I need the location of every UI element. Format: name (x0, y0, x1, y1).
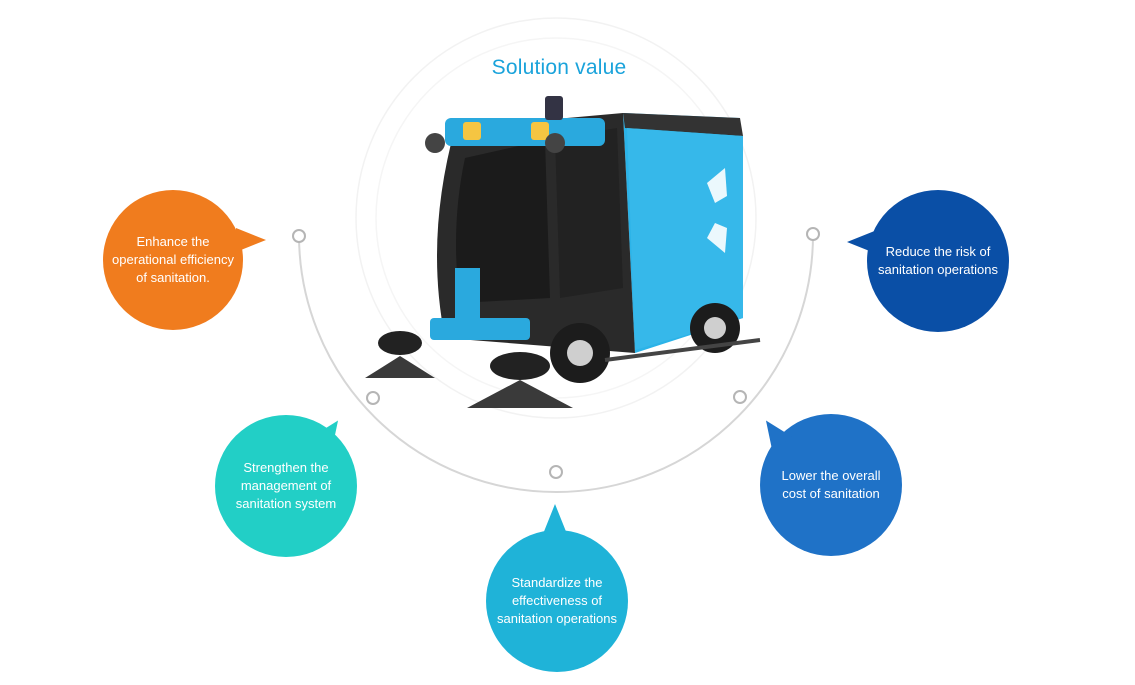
bubble-line: Lower the overall (781, 468, 881, 483)
bubble-line: sanitation operations (878, 262, 998, 277)
value-bubble-efficiency: Enhance the operational efficiency of sa… (103, 190, 243, 330)
bubble-line: Standardize the (511, 575, 603, 590)
arc-node-efficiency (292, 229, 306, 243)
arc-node-cost (733, 390, 747, 404)
sweeper-vehicle-image (365, 96, 761, 408)
bubble-line: cost of sanitation (782, 486, 880, 501)
value-bubble-risk: Reduce the risk of sanitation operations (867, 190, 1009, 332)
bubble-line: management of (240, 478, 332, 493)
bubble-tail (236, 228, 266, 252)
bubble-line: effectiveness of (511, 593, 603, 608)
bubble-tail (847, 230, 877, 254)
bubble-line: Enhance the (136, 234, 210, 249)
value-bubble-management: Strengthen the management of sanitation … (215, 415, 357, 557)
bubble-line: of sanitation. (136, 270, 210, 285)
value-bubble-cost: Lower the overall cost of sanitation (760, 414, 902, 556)
bubble-line: sanitation system (235, 496, 337, 511)
page-title: Solution value (491, 56, 627, 79)
bubble-line: sanitation operations (497, 611, 617, 626)
bubble-line: Reduce the risk of (885, 244, 991, 259)
arc-node-risk (806, 227, 820, 241)
bubble-line: Strengthen the (243, 460, 329, 475)
value-bubble-standardize: Standardize the effectiveness of sanitat… (486, 530, 628, 672)
bubble-tail (543, 504, 567, 534)
arc-node-management (366, 391, 380, 405)
arc-node-standardize (549, 465, 563, 479)
bubble-line: operational efficiency (112, 252, 234, 267)
